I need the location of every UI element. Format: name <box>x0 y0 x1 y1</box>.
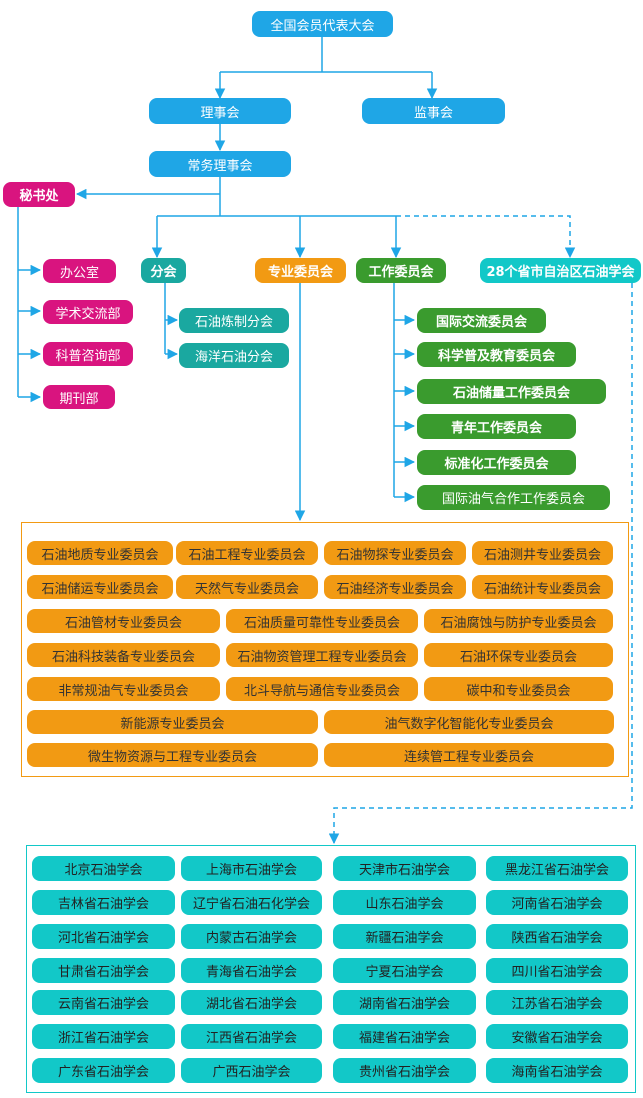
special-committee-item: 石油腐蚀与防护专业委员会 <box>424 609 613 633</box>
provincial-society-item: 黑龙江省石油学会 <box>486 856 628 881</box>
provincial-societies-panel <box>26 845 636 1093</box>
provincial-society-item: 四川省石油学会 <box>486 958 628 983</box>
work-committee-item: 石油储量工作委员会 <box>417 379 606 404</box>
branch-item: 海洋石油分会 <box>179 343 289 368</box>
provincial-society-item: 云南省石油学会 <box>32 990 175 1015</box>
branches-node: 分会 <box>141 258 186 283</box>
secretariat-item: 科普咨询部 <box>43 342 133 366</box>
link-provincial-frame <box>328 283 633 845</box>
provincial-society-item: 江西省石油学会 <box>181 1024 322 1049</box>
provincial-societies-node: 28个省市自治区石油学会 <box>480 258 641 283</box>
provincial-society-item: 广东省石油学会 <box>32 1058 175 1083</box>
provincial-society-item: 海南省石油学会 <box>486 1058 628 1083</box>
special-committee-item: 石油地质专业委员会 <box>27 541 173 565</box>
work-committee-item: 国际交流委员会 <box>417 308 546 333</box>
secretariat-item: 学术交流部 <box>43 300 133 324</box>
provincial-society-item: 宁夏石油学会 <box>333 958 476 983</box>
provincial-society-item: 天津市石油学会 <box>333 856 476 881</box>
work-committee-item: 标准化工作委员会 <box>417 450 576 475</box>
provincial-society-item: 湖南省石油学会 <box>333 990 476 1015</box>
provincial-society-item: 江苏省石油学会 <box>486 990 628 1015</box>
provincial-society-item: 安徽省石油学会 <box>486 1024 628 1049</box>
special-committee-item: 连续管工程专业委员会 <box>324 743 614 767</box>
provincial-society-item: 陕西省石油学会 <box>486 924 628 949</box>
provincial-society-item: 新疆石油学会 <box>333 924 476 949</box>
special-committee-item: 石油测井专业委员会 <box>472 541 613 565</box>
secretariat-item: 办公室 <box>43 259 116 283</box>
special-committee-item: 石油科技装备专业委员会 <box>27 643 220 667</box>
special-committee-item: 石油储运专业委员会 <box>27 575 173 599</box>
provincial-society-item: 辽宁省石油石化学会 <box>181 890 322 915</box>
supervisors-node: 监事会 <box>362 98 505 124</box>
council-node: 理事会 <box>149 98 291 124</box>
special-committee-item: 北斗导航与通信专业委员会 <box>226 677 418 701</box>
provincial-society-item: 山东石油学会 <box>333 890 476 915</box>
provincial-society-item: 北京石油学会 <box>32 856 175 881</box>
special-committee-item: 石油物探专业委员会 <box>324 541 466 565</box>
provincial-society-item: 内蒙古石油学会 <box>181 924 322 949</box>
work-committee-item: 青年工作委员会 <box>417 414 576 439</box>
link-provincial <box>396 215 576 259</box>
provincial-society-item: 浙江省石油学会 <box>32 1024 175 1049</box>
special-committee-item: 石油统计专业委员会 <box>472 575 613 599</box>
special-committee-item: 油气数字化智能化专业委员会 <box>324 710 614 734</box>
provincial-society-item: 河北省石油学会 <box>32 924 175 949</box>
special-committee-item: 石油经济专业委员会 <box>324 575 466 599</box>
branch-item: 石油炼制分会 <box>179 308 289 333</box>
provincial-society-item: 广西石油学会 <box>181 1058 322 1083</box>
work-committee-item: 科学普及教育委员会 <box>417 342 576 367</box>
special-committees-panel <box>21 522 629 777</box>
provincial-society-item: 上海市石油学会 <box>181 856 322 881</box>
secretariat-item: 期刊部 <box>43 385 115 409</box>
provincial-society-item: 福建省石油学会 <box>333 1024 476 1049</box>
special-committee-item: 微生物资源与工程专业委员会 <box>27 743 318 767</box>
provincial-society-item: 湖北省石油学会 <box>181 990 322 1015</box>
special-committee-item: 石油物资管理工程专业委员会 <box>226 643 418 667</box>
special-committee-item: 新能源专业委员会 <box>27 710 318 734</box>
secretariat-node: 秘书处 <box>3 182 75 207</box>
special-committee-item: 石油工程专业委员会 <box>176 541 318 565</box>
provincial-society-item: 贵州省石油学会 <box>333 1058 476 1083</box>
special-committee-item: 石油环保专业委员会 <box>424 643 613 667</box>
special-committee-item: 非常规油气专业委员会 <box>27 677 220 701</box>
standing-council-node: 常务理事会 <box>149 151 291 177</box>
provincial-society-item: 青海省石油学会 <box>181 958 322 983</box>
work-committee-item: 国际油气合作工作委员会 <box>417 485 610 510</box>
provincial-society-item: 甘肃省石油学会 <box>32 958 175 983</box>
special-committee-item: 碳中和专业委员会 <box>424 677 613 701</box>
special-committee-item: 石油质量可靠性专业委员会 <box>226 609 418 633</box>
provincial-society-item: 吉林省石油学会 <box>32 890 175 915</box>
special-committee-item: 石油管材专业委员会 <box>27 609 220 633</box>
provincial-society-item: 河南省石油学会 <box>486 890 628 915</box>
special-committees-node: 专业委员会 <box>255 258 346 283</box>
special-committee-item: 天然气专业委员会 <box>176 575 318 599</box>
work-committees-node: 工作委员会 <box>356 258 446 283</box>
congress-node: 全国会员代表大会 <box>252 11 393 37</box>
